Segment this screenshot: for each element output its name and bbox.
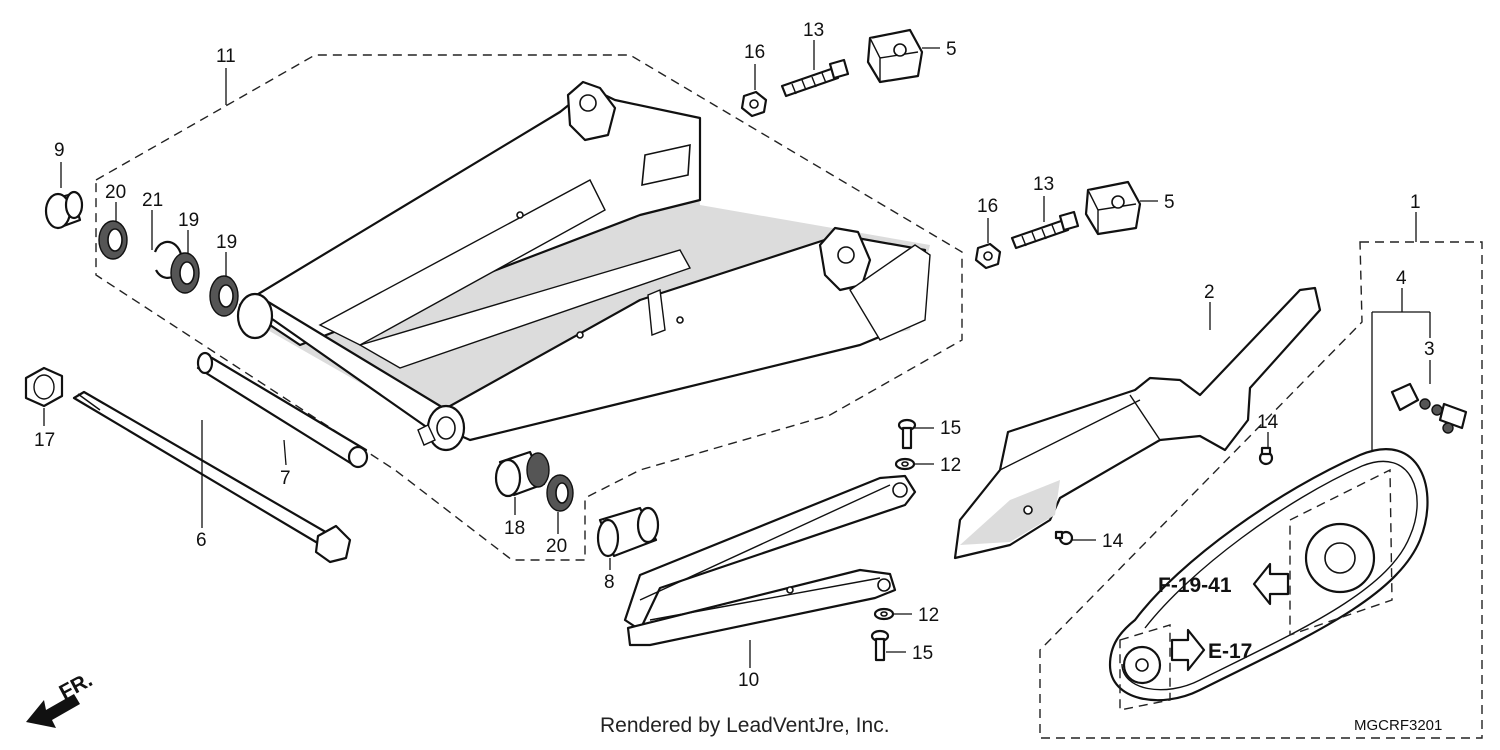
washer-part-12-lower	[873, 607, 895, 621]
reference-label-upper[interactable]: F-19-41	[1158, 574, 1232, 597]
adjuster-bolt-part-13-lower	[1010, 210, 1080, 250]
callout-2: 2	[1204, 282, 1215, 303]
callout-15-upper: 15	[940, 418, 961, 439]
callout-5-upper: 5	[946, 39, 957, 60]
bolt-part-15-lower	[870, 629, 890, 662]
callout-10: 10	[738, 670, 759, 691]
callout-8: 8	[604, 572, 615, 593]
needle-bearing-part-18	[494, 450, 550, 498]
callout-5-lower: 5	[1164, 192, 1175, 213]
callout-19-outer: 19	[178, 210, 199, 231]
callout-11: 11	[216, 46, 236, 67]
callout-3: 3	[1424, 339, 1435, 360]
chain-case-part-2	[953, 286, 1322, 560]
reference-arrow-lower	[1170, 628, 1206, 672]
callout-13-upper: 13	[803, 20, 824, 41]
bolt-part-15-upper	[897, 418, 917, 450]
callout-12-lower: 12	[918, 605, 939, 626]
bearing-part-19-outer	[170, 252, 200, 294]
nut-part-16-lower	[974, 242, 1002, 270]
callout-15-lower: 15	[912, 643, 933, 664]
adjuster-bolt-part-13-upper	[780, 58, 850, 98]
callout-16-upper: 16	[744, 42, 765, 63]
front-direction-label: FR.	[56, 668, 97, 704]
collar-part-9	[44, 190, 84, 230]
adjuster-block-part-5-upper	[866, 28, 924, 84]
pivot-bolt-part-6	[72, 390, 352, 564]
callout-18: 18	[504, 518, 525, 539]
adjuster-block-part-5-lower	[1084, 180, 1142, 236]
callout-21: 21	[142, 190, 163, 211]
washer-part-12-upper	[894, 457, 916, 471]
callout-17: 17	[34, 430, 55, 451]
leader-lines	[43, 40, 1431, 668]
footer-credit: Rendered by LeadVentJre, Inc.	[600, 714, 890, 737]
screw-part-14-lower	[1054, 530, 1074, 546]
callout-1: 1	[1410, 192, 1421, 213]
callout-20-right: 20	[546, 536, 567, 557]
callout-7: 7	[280, 468, 291, 489]
callout-16-lower: 16	[977, 196, 998, 217]
callout-19-inner: 19	[216, 232, 237, 253]
callout-4: 4	[1396, 268, 1407, 289]
diagram-code: MGCRF3201	[1354, 717, 1442, 734]
callout-12-upper: 12	[940, 455, 961, 476]
pivot-pipe-part-7	[196, 351, 369, 469]
reference-arrow-upper	[1252, 562, 1290, 606]
callout-14-lower: 14	[1102, 531, 1124, 552]
callout-6: 6	[196, 530, 207, 551]
dust-seal-part-20-left	[98, 220, 128, 260]
callout-9: 9	[54, 140, 65, 161]
front-direction-arrow-icon	[26, 694, 80, 728]
screw-part-14-upper	[1258, 446, 1274, 466]
bearing-part-19-inner	[209, 275, 239, 317]
reference-label-lower[interactable]: E-17	[1208, 640, 1252, 663]
nut-part-16-upper	[740, 90, 768, 118]
group-boundary-drive-chain	[1039, 241, 1483, 739]
swingarm-part-11	[236, 80, 931, 452]
callout-13-lower: 13	[1033, 174, 1054, 195]
bushing-part-8	[596, 506, 660, 558]
chain-slider-part-10	[623, 474, 917, 647]
callout-14-upper: 14	[1257, 412, 1279, 433]
dust-seal-part-20-right	[546, 474, 574, 512]
master-link-part-3	[1390, 382, 1468, 434]
nut-part-17	[24, 366, 64, 408]
callout-20-left: 20	[105, 182, 126, 203]
